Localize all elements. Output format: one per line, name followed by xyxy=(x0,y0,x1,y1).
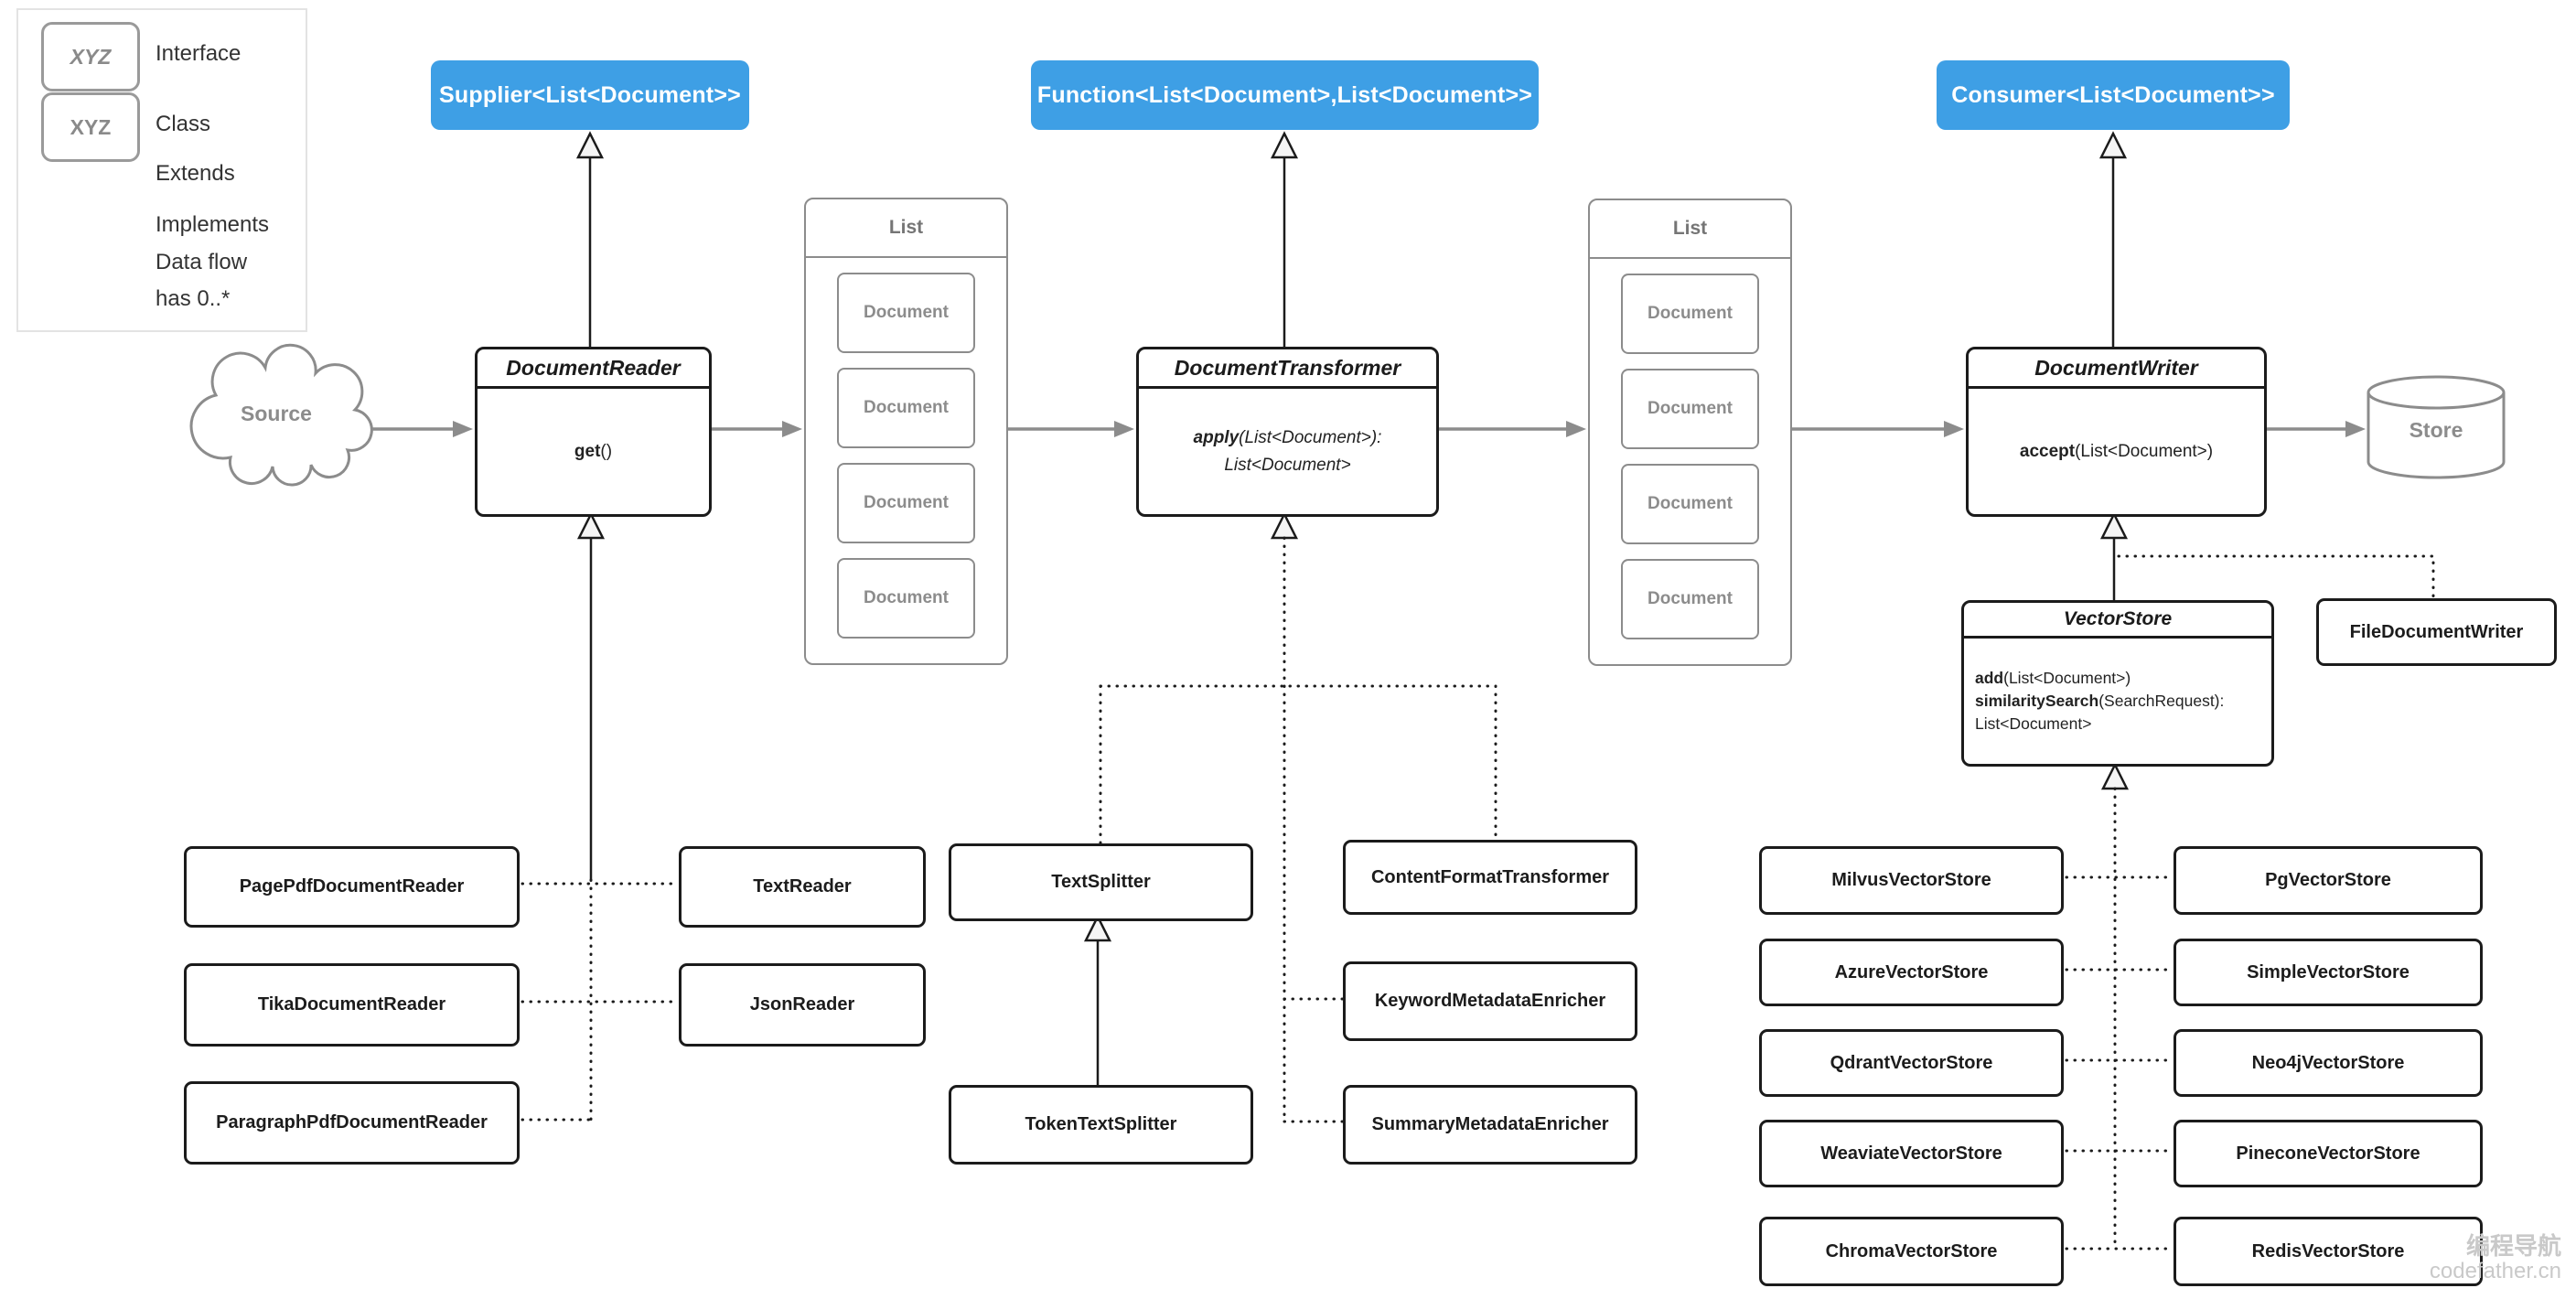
class-token-text-splitter: TokenTextSplitter xyxy=(949,1085,1253,1165)
class-chroma-vector-store: ChromaVectorStore xyxy=(1759,1217,2064,1286)
reader-implements-lines xyxy=(512,511,681,1122)
class-keyword-metadata-enricher: KeywordMetadataEnricher xyxy=(1343,961,1637,1041)
document-transformer-title: DocumentTransformer xyxy=(1139,349,1436,389)
legend-implements-label: Implements xyxy=(156,212,270,237)
vector-store-interface: VectorStore add(List<Document>) similari… xyxy=(1961,600,2274,767)
list-1-document-cell: Document xyxy=(837,558,975,639)
list-1-document-cell: Document xyxy=(837,463,975,543)
class-paragraph-pdf-document-reader: ParagraphPdfDocumentReader xyxy=(184,1081,520,1165)
class-text-reader: TextReader xyxy=(679,846,926,928)
document-writer-interface: DocumentWriter accept(List<Document>) xyxy=(1966,347,2267,517)
legend-has-label: has 0..* xyxy=(156,286,231,311)
transformer-implements-lines xyxy=(1099,511,1497,1123)
watermark-line1: 编程导航 xyxy=(2465,1232,2561,1260)
extends-arrows xyxy=(575,131,2129,1085)
document-transformer-interface: DocumentTransformer apply(List<Document>… xyxy=(1136,347,1439,517)
document-transformer-methods: apply(List<Document>): List<Document> xyxy=(1193,427,1382,475)
list-2-document-cell: Document xyxy=(1621,274,1759,354)
legend-panel: XYZ Interface XYZ Class Extends Implemen… xyxy=(16,8,307,332)
class-page-pdf-document-reader: PagePdfDocumentReader xyxy=(184,846,520,928)
store-cylinder-icon xyxy=(2367,375,2506,479)
legend-class-label: Class xyxy=(156,112,211,136)
class-file-document-writer: FileDocumentWriter xyxy=(2316,598,2557,666)
list-1-document-cell: Document xyxy=(837,273,975,353)
class-pg-vector-store: PgVectorStore xyxy=(2174,846,2483,915)
consumer-generic-pill: Consumer<List<Document>> xyxy=(1937,60,2290,130)
legend-interface-label: Interface xyxy=(156,41,242,66)
supplier-generic-pill: Supplier<List<Document>> xyxy=(431,60,749,130)
class-weaviate-vector-store: WeaviateVectorStore xyxy=(1759,1120,2064,1187)
store-label: Store xyxy=(2409,417,2463,442)
list-2-title: List xyxy=(1590,200,1790,259)
legend-data-flow-label: Data flow xyxy=(156,250,248,274)
vector-store-methods: add(List<Document>) similaritySearch(Sea… xyxy=(1975,669,2225,733)
class-azure-vector-store: AzureVectorStore xyxy=(1759,939,2064,1006)
source-label: Source xyxy=(241,401,312,425)
class-simple-vector-store: SimpleVectorStore xyxy=(2174,939,2483,1006)
document-writer-methods: accept(List<Document>) xyxy=(2019,441,2214,461)
vector-store-title: VectorStore xyxy=(1964,603,2271,639)
class-redis-vector-store: RedisVectorStore xyxy=(2174,1217,2483,1286)
file-writer-implements-line xyxy=(2117,554,2435,600)
class-json-reader: JsonReader xyxy=(679,963,926,1047)
class-neo4j-vector-store: Neo4jVectorStore xyxy=(2174,1029,2483,1097)
list-2-document-cell: Document xyxy=(1621,559,1759,639)
class-milvus-vector-store: MilvusVectorStore xyxy=(1759,846,2064,915)
watermark-line2: codefather.cn xyxy=(2429,1259,2561,1283)
document-reader-methods: get() xyxy=(574,441,613,461)
list-2-document-cell: Document xyxy=(1621,369,1759,449)
data-flow-arrows xyxy=(370,421,2366,437)
legend-extends-label: Extends xyxy=(156,161,235,186)
document-writer-title: DocumentWriter xyxy=(1969,349,2264,389)
class-tika-document-reader: TikaDocumentReader xyxy=(184,963,520,1047)
legend-interface-sample: XYZ xyxy=(41,22,140,91)
class-text-splitter: TextSplitter xyxy=(949,843,1253,921)
list-1-document-cell: Document xyxy=(837,368,975,448)
list-2-document-cell: Document xyxy=(1621,464,1759,544)
list-1-title: List xyxy=(806,199,1006,258)
class-content-format-transformer: ContentFormatTransformer xyxy=(1343,840,1637,915)
document-reader-interface: DocumentReader get() xyxy=(475,347,712,517)
class-summary-metadata-enricher: SummaryMetadataEnricher xyxy=(1343,1085,1637,1165)
source-cloud-icon xyxy=(189,343,373,487)
vector-store-implements-lines xyxy=(2056,762,2175,1251)
document-reader-title: DocumentReader xyxy=(478,349,709,389)
class-qdrant-vector-store: QdrantVectorStore xyxy=(1759,1029,2064,1097)
legend-class-sample: XYZ xyxy=(41,92,140,162)
class-pinecone-vector-store: PineconeVectorStore xyxy=(2174,1120,2483,1187)
function-generic-pill: Function<List<Document>,List<Document>> xyxy=(1031,60,1539,130)
